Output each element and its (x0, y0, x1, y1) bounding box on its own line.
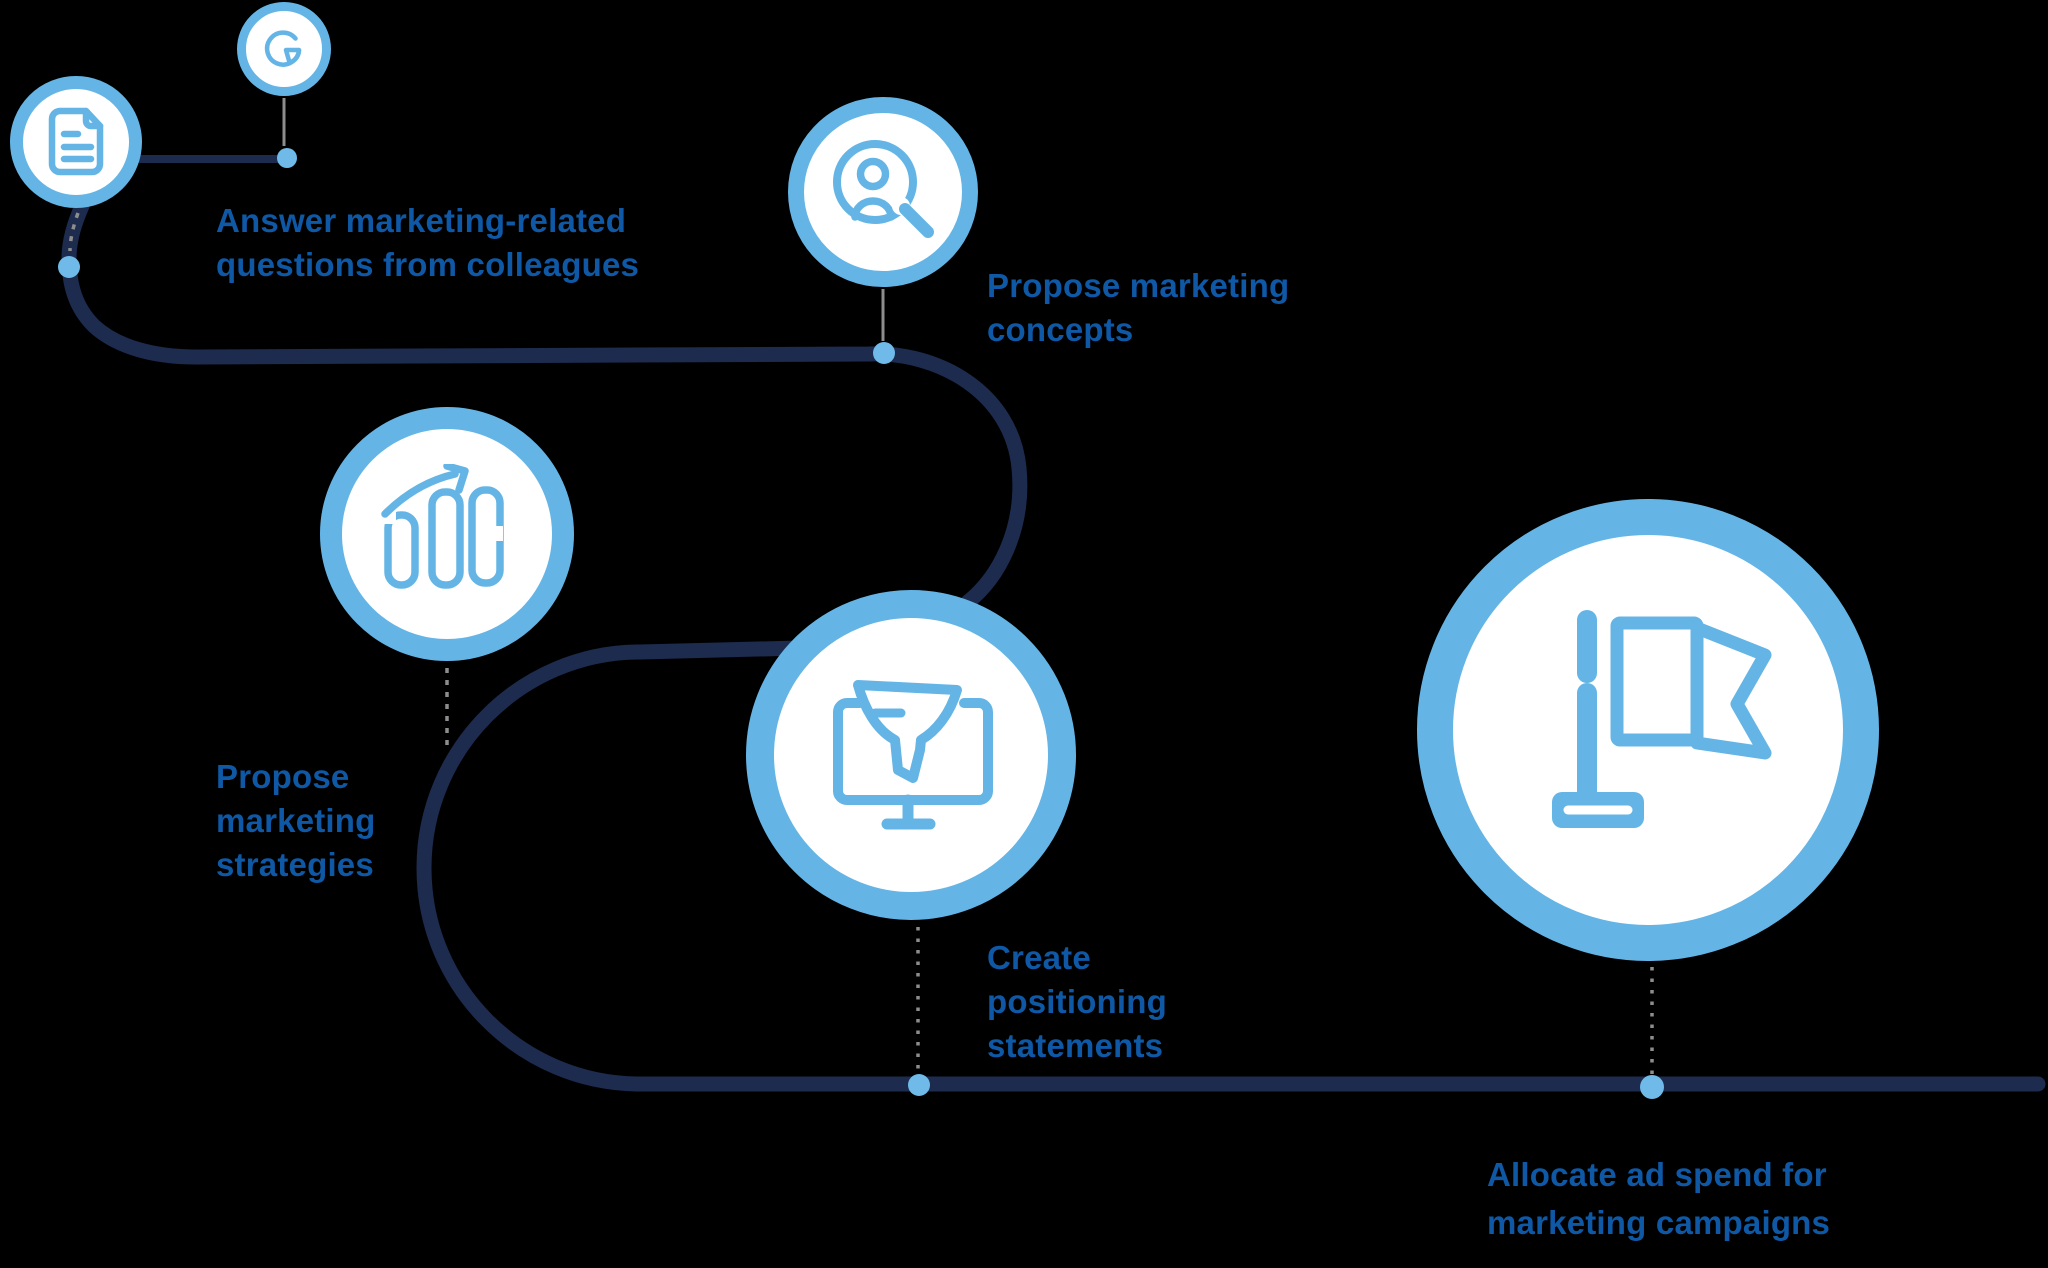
label-line: marketing campaigns (1487, 1204, 1831, 1241)
logo-badge (237, 2, 331, 96)
label-positioning-statements: Create positioning statements (987, 936, 1167, 1068)
label-line: strategies (216, 846, 374, 883)
label-line: concepts (987, 311, 1134, 348)
waypoint-dot-logo (277, 148, 297, 168)
label-line: Propose marketing (987, 267, 1290, 304)
user-search-icon (833, 140, 934, 238)
node-positioning-statements (746, 590, 1076, 920)
pie-chart-logo-icon (264, 30, 302, 67)
node-propose-concepts (788, 97, 978, 287)
waypoint-dot-flag (1640, 1075, 1664, 1099)
bar-gap-mask (493, 526, 503, 541)
label-line: statements (987, 1027, 1164, 1064)
label-propose-strategies: Propose marketing strategies (216, 755, 376, 887)
label-propose-concepts: Propose marketing concepts (987, 264, 1289, 352)
goal-flag-icon (1552, 610, 1772, 828)
document-icon (48, 107, 104, 176)
node-answer-questions (10, 76, 142, 208)
label-line: positioning (987, 983, 1167, 1020)
waypoint-dot-document (58, 256, 80, 278)
label-line: Propose (216, 758, 350, 795)
waypoint-dot-search (873, 342, 895, 364)
label-answer-questions: Answer marketing-related questions from … (216, 199, 639, 287)
waypoint-dot-monitor (908, 1074, 930, 1096)
label-line: Answer marketing-related (216, 202, 627, 239)
document-connector-dashed (68, 212, 80, 252)
node-propose-strategies (320, 407, 574, 661)
label-allocate-ad-spend: Allocate ad spend for marketing campaign… (1487, 1151, 1830, 1247)
growth-bars-icon (381, 464, 504, 589)
label-line: marketing (216, 802, 376, 839)
label-line: questions from colleagues (216, 246, 640, 283)
label-line: Allocate ad spend for (1487, 1156, 1827, 1193)
node-allocate-ad-spend (1417, 499, 1879, 961)
label-line: Create (987, 939, 1091, 976)
monitor-funnel-icon (833, 680, 993, 830)
journey-road-path (61, 198, 2046, 1092)
